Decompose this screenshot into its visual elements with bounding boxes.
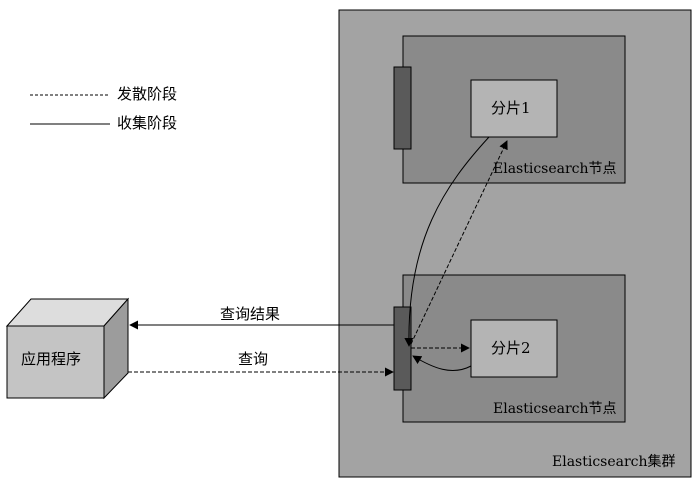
result-arrow-label: 查询结果 bbox=[220, 305, 281, 323]
app-box-front bbox=[6, 325, 105, 399]
gather-arrow-shard-1 bbox=[404, 136, 490, 347]
legend-gather-label: 收集阶段 bbox=[117, 114, 178, 132]
node-2-label: Elasticsearch节点 bbox=[493, 401, 617, 417]
cluster-label: Elasticsearch集群 bbox=[552, 454, 676, 470]
query-arrow-label: 查询 bbox=[238, 350, 269, 368]
node-1-bar bbox=[393, 66, 412, 150]
gather-arrow-shard-2 bbox=[412, 355, 472, 372]
shard-1-box bbox=[470, 79, 558, 138]
shard-1-label: 分片1 bbox=[491, 99, 531, 117]
shard-2-label: 分片2 bbox=[491, 339, 531, 357]
node-1-label: Elasticsearch节点 bbox=[493, 161, 617, 177]
legend-scatter-label: 发散阶段 bbox=[117, 85, 178, 103]
shard-2-box bbox=[470, 319, 558, 378]
scatter-arrow-shard-1 bbox=[410, 140, 508, 345]
node-2-bar bbox=[393, 306, 412, 391]
app-label: 应用程序 bbox=[21, 350, 82, 368]
